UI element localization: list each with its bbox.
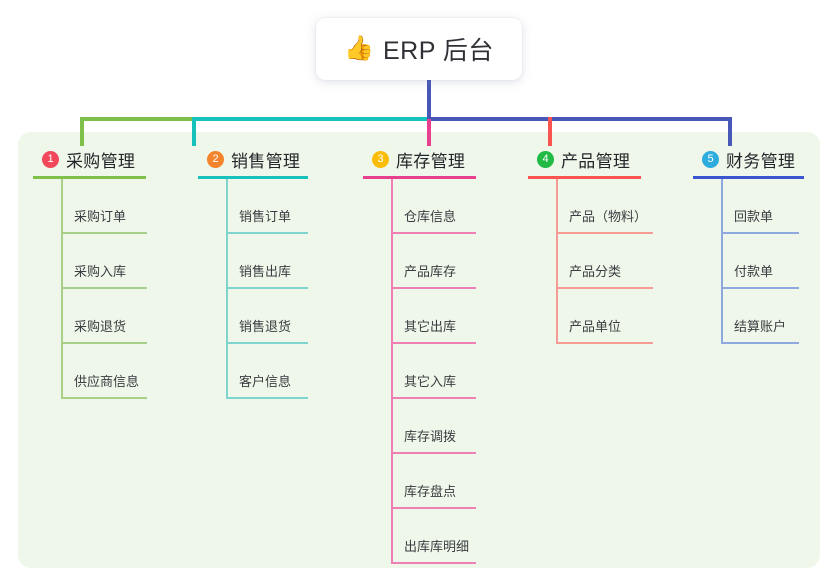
list-item-underline bbox=[721, 342, 799, 344]
list-item-label: 库存盘点 bbox=[404, 484, 457, 499]
list-item-underline bbox=[226, 342, 308, 344]
list-item-underline bbox=[391, 562, 476, 564]
branch-number-badge: 5 bbox=[702, 150, 719, 168]
list-item-underline bbox=[391, 452, 476, 454]
list-item-label: 销售出库 bbox=[239, 264, 292, 279]
list-item-underline bbox=[721, 287, 799, 289]
list-item-underline bbox=[556, 232, 653, 234]
list-item-label: 销售退货 bbox=[239, 319, 292, 334]
branch-column-5: 5 财务管理回款单付款单结算账户 bbox=[693, 146, 804, 344]
drop-connector-5 bbox=[728, 117, 732, 146]
branch-header-2[interactable]: 2 销售管理 bbox=[198, 146, 308, 179]
drop-connector-1 bbox=[80, 117, 84, 146]
list-item-underline bbox=[556, 287, 653, 289]
list-item-label: 付款单 bbox=[734, 264, 774, 279]
branch-number-badge: 2 bbox=[207, 150, 224, 168]
branch-title: 采购管理 bbox=[66, 151, 136, 171]
branch-header-3[interactable]: 3 库存管理 bbox=[363, 146, 476, 179]
list-item-label: 采购订单 bbox=[74, 209, 127, 224]
diagram-panel bbox=[18, 132, 820, 568]
list-item-underline bbox=[61, 342, 147, 344]
list-item-underline bbox=[61, 232, 147, 234]
list-item-label: 仓库信息 bbox=[404, 209, 457, 224]
list-item-label: 供应商信息 bbox=[74, 374, 140, 389]
list-item-label: 产品（物料） bbox=[569, 209, 648, 224]
list-item-underline bbox=[391, 397, 476, 399]
drop-connector-4 bbox=[548, 117, 552, 146]
branch-title: 库存管理 bbox=[396, 151, 466, 171]
list-item-label: 产品单位 bbox=[569, 319, 622, 334]
branch-spine bbox=[226, 179, 228, 399]
list-item-label: 出库库明细 bbox=[404, 539, 470, 554]
list-item-label: 其它出库 bbox=[404, 319, 457, 334]
list-item-underline bbox=[61, 397, 147, 399]
branch-number-badge: 1 bbox=[42, 150, 59, 168]
branch-title: 产品管理 bbox=[561, 151, 631, 171]
branch-number-badge: 4 bbox=[537, 150, 554, 168]
list-item-label: 产品分类 bbox=[569, 264, 622, 279]
root-node[interactable]: 👍 ERP 后台 bbox=[316, 18, 522, 80]
root-stem-connector bbox=[427, 78, 431, 119]
list-item-label: 客户信息 bbox=[239, 374, 292, 389]
branch-header-underline bbox=[363, 176, 476, 179]
list-item-label: 销售订单 bbox=[239, 209, 292, 224]
branch-spine bbox=[391, 179, 393, 564]
branch-header-underline bbox=[528, 176, 641, 179]
branch-column-3: 3 库存管理仓库信息产品库存其它出库其它入库库存调拨库存盘点出库库明细 bbox=[363, 146, 476, 564]
list-item-underline bbox=[226, 287, 308, 289]
root-node-title: ERP 后台 bbox=[382, 37, 494, 65]
thumbs-up-icon: 👍 bbox=[344, 35, 374, 62]
drop-connector-2 bbox=[192, 117, 196, 146]
list-item-label: 结算账户 bbox=[734, 319, 787, 334]
list-item-label: 其它入库 bbox=[404, 374, 457, 389]
list-item-underline bbox=[391, 287, 476, 289]
branch-column-2: 2 销售管理销售订单销售出库销售退货客户信息 bbox=[198, 146, 308, 399]
branch-header-1[interactable]: 1 采购管理 bbox=[33, 146, 146, 179]
list-item-underline bbox=[226, 397, 308, 399]
branch-title: 财务管理 bbox=[726, 151, 796, 171]
branch-title: 销售管理 bbox=[231, 151, 301, 171]
list-item-label: 采购退货 bbox=[74, 319, 127, 334]
list-item-underline bbox=[391, 232, 476, 234]
list-item-underline bbox=[391, 507, 476, 509]
bus-segment-2 bbox=[192, 117, 429, 121]
list-item-underline bbox=[226, 232, 308, 234]
root-node-content: 👍 ERP 后台 bbox=[344, 31, 494, 67]
list-item-underline bbox=[391, 342, 476, 344]
branch-number-badge: 3 bbox=[372, 150, 389, 168]
branch-column-1: 1 采购管理采购订单采购入库采购退货供应商信息 bbox=[33, 146, 147, 399]
branch-spine bbox=[721, 179, 723, 344]
branch-column-4: 4 产品管理产品（物料） 产品分类产品单位 bbox=[528, 146, 653, 344]
list-item-underline bbox=[61, 287, 147, 289]
branch-spine bbox=[556, 179, 558, 344]
list-item-label: 产品库存 bbox=[404, 264, 457, 279]
list-item-underline bbox=[721, 232, 799, 234]
branch-header-5[interactable]: 5 财务管理 bbox=[693, 146, 804, 179]
drop-connector-3 bbox=[427, 117, 431, 146]
list-item-label: 库存调拨 bbox=[404, 429, 457, 444]
branch-header-underline bbox=[198, 176, 308, 179]
branch-header-4[interactable]: 4 产品管理 bbox=[528, 146, 641, 179]
bus-segment-1 bbox=[80, 117, 193, 121]
list-item-label: 回款单 bbox=[734, 209, 774, 224]
branch-header-underline bbox=[693, 176, 804, 179]
list-item-label: 采购入库 bbox=[74, 264, 127, 279]
bus-segment-3 bbox=[427, 117, 732, 121]
branch-header-underline bbox=[33, 176, 146, 179]
list-item-underline bbox=[556, 342, 653, 344]
branch-spine bbox=[61, 179, 63, 399]
